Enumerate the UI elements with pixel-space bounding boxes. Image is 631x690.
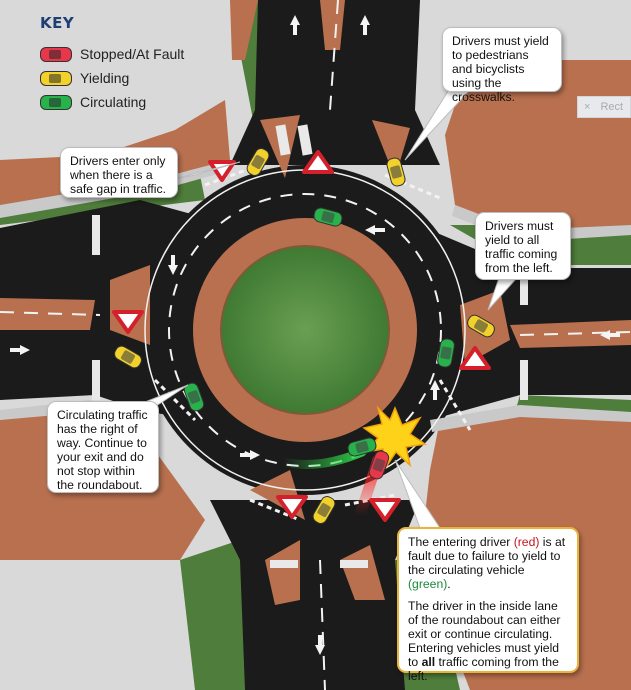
- car-green-west: [183, 382, 205, 412]
- legend: KEY Stopped/At Fault Yielding Circulatin…: [40, 14, 184, 114]
- central-island-grass: [220, 245, 390, 415]
- fault-green-label: (green): [408, 577, 448, 591]
- yellow-car-icon: [40, 70, 72, 86]
- car-yellow-west: [114, 345, 142, 369]
- fault-text: The driver in the inside lane of the rou…: [408, 599, 561, 669]
- fault-text: is at fault due to failure to yield to t…: [408, 535, 566, 577]
- yield-sign-north: [302, 150, 334, 174]
- callout-text: Drivers enter only when there is a safe …: [70, 154, 166, 196]
- callout-fault: The entering driver (red) is at fault du…: [397, 527, 579, 683]
- car-yellow-east: [467, 314, 495, 338]
- fault-red-label: (red): [513, 535, 540, 549]
- car-green-top: [313, 207, 343, 227]
- legend-item-stopped: Stopped/At Fault: [40, 42, 184, 66]
- callout-circulating: Circulating traffic has the right of way…: [47, 401, 159, 493]
- crosswalks: [92, 124, 528, 568]
- legend-label: Stopped/At Fault: [80, 46, 185, 62]
- close-icon[interactable]: ×: [584, 101, 591, 113]
- green-car-icon: [40, 94, 72, 110]
- legend-label: Yielding: [80, 70, 130, 86]
- legend-label: Circulating: [80, 94, 147, 110]
- red-car-icon: [40, 46, 72, 62]
- car-green-circulating-south: [347, 437, 377, 457]
- yield-sign-south: [369, 498, 401, 522]
- callout-text: Drivers must yield to pedestrians and bi…: [452, 34, 549, 104]
- car-yellow-south: [312, 496, 336, 524]
- yield-sign-east: [459, 346, 491, 370]
- fault-text: .: [447, 577, 451, 591]
- yield-sign-south-west: [276, 495, 308, 519]
- yield-sign-west: [112, 310, 144, 334]
- overlay-label: Rect: [600, 101, 624, 113]
- car-yellow-north-right: [386, 157, 406, 187]
- car-green-east: [437, 338, 455, 368]
- lane-arrows: [10, 15, 620, 655]
- fault-text: The entering driver: [408, 535, 514, 549]
- car-yellow-north-left: [246, 148, 270, 176]
- fault-paragraph-1: The entering driver (red) is at fault du…: [408, 535, 568, 591]
- callout-pointers: [129, 79, 516, 529]
- yield-sign-north-west: [208, 160, 236, 182]
- callout-pedestrians: Drivers must yield to pedestrians and bi…: [442, 27, 562, 104]
- legend-item-yielding: Yielding: [40, 66, 184, 90]
- legend-item-circulating: Circulating: [40, 90, 184, 114]
- overlay-panel-fragment[interactable]: × Rect: [577, 96, 631, 118]
- fault-bold-word: all: [421, 655, 436, 669]
- car-red-at-fault: [368, 450, 390, 480]
- callout-enter-gap: Drivers enter only when there is a safe …: [60, 147, 178, 198]
- fault-paragraph-2: The driver in the inside lane of the rou…: [408, 599, 568, 683]
- legend-title: KEY: [40, 14, 75, 32]
- callout-text: Drivers must yield to all traffic coming…: [485, 219, 558, 275]
- callout-text: Circulating traffic has the right of way…: [57, 408, 148, 492]
- fault-text: traffic coming from the left.: [408, 655, 559, 683]
- callout-yield-left: Drivers must yield to all traffic coming…: [475, 212, 571, 280]
